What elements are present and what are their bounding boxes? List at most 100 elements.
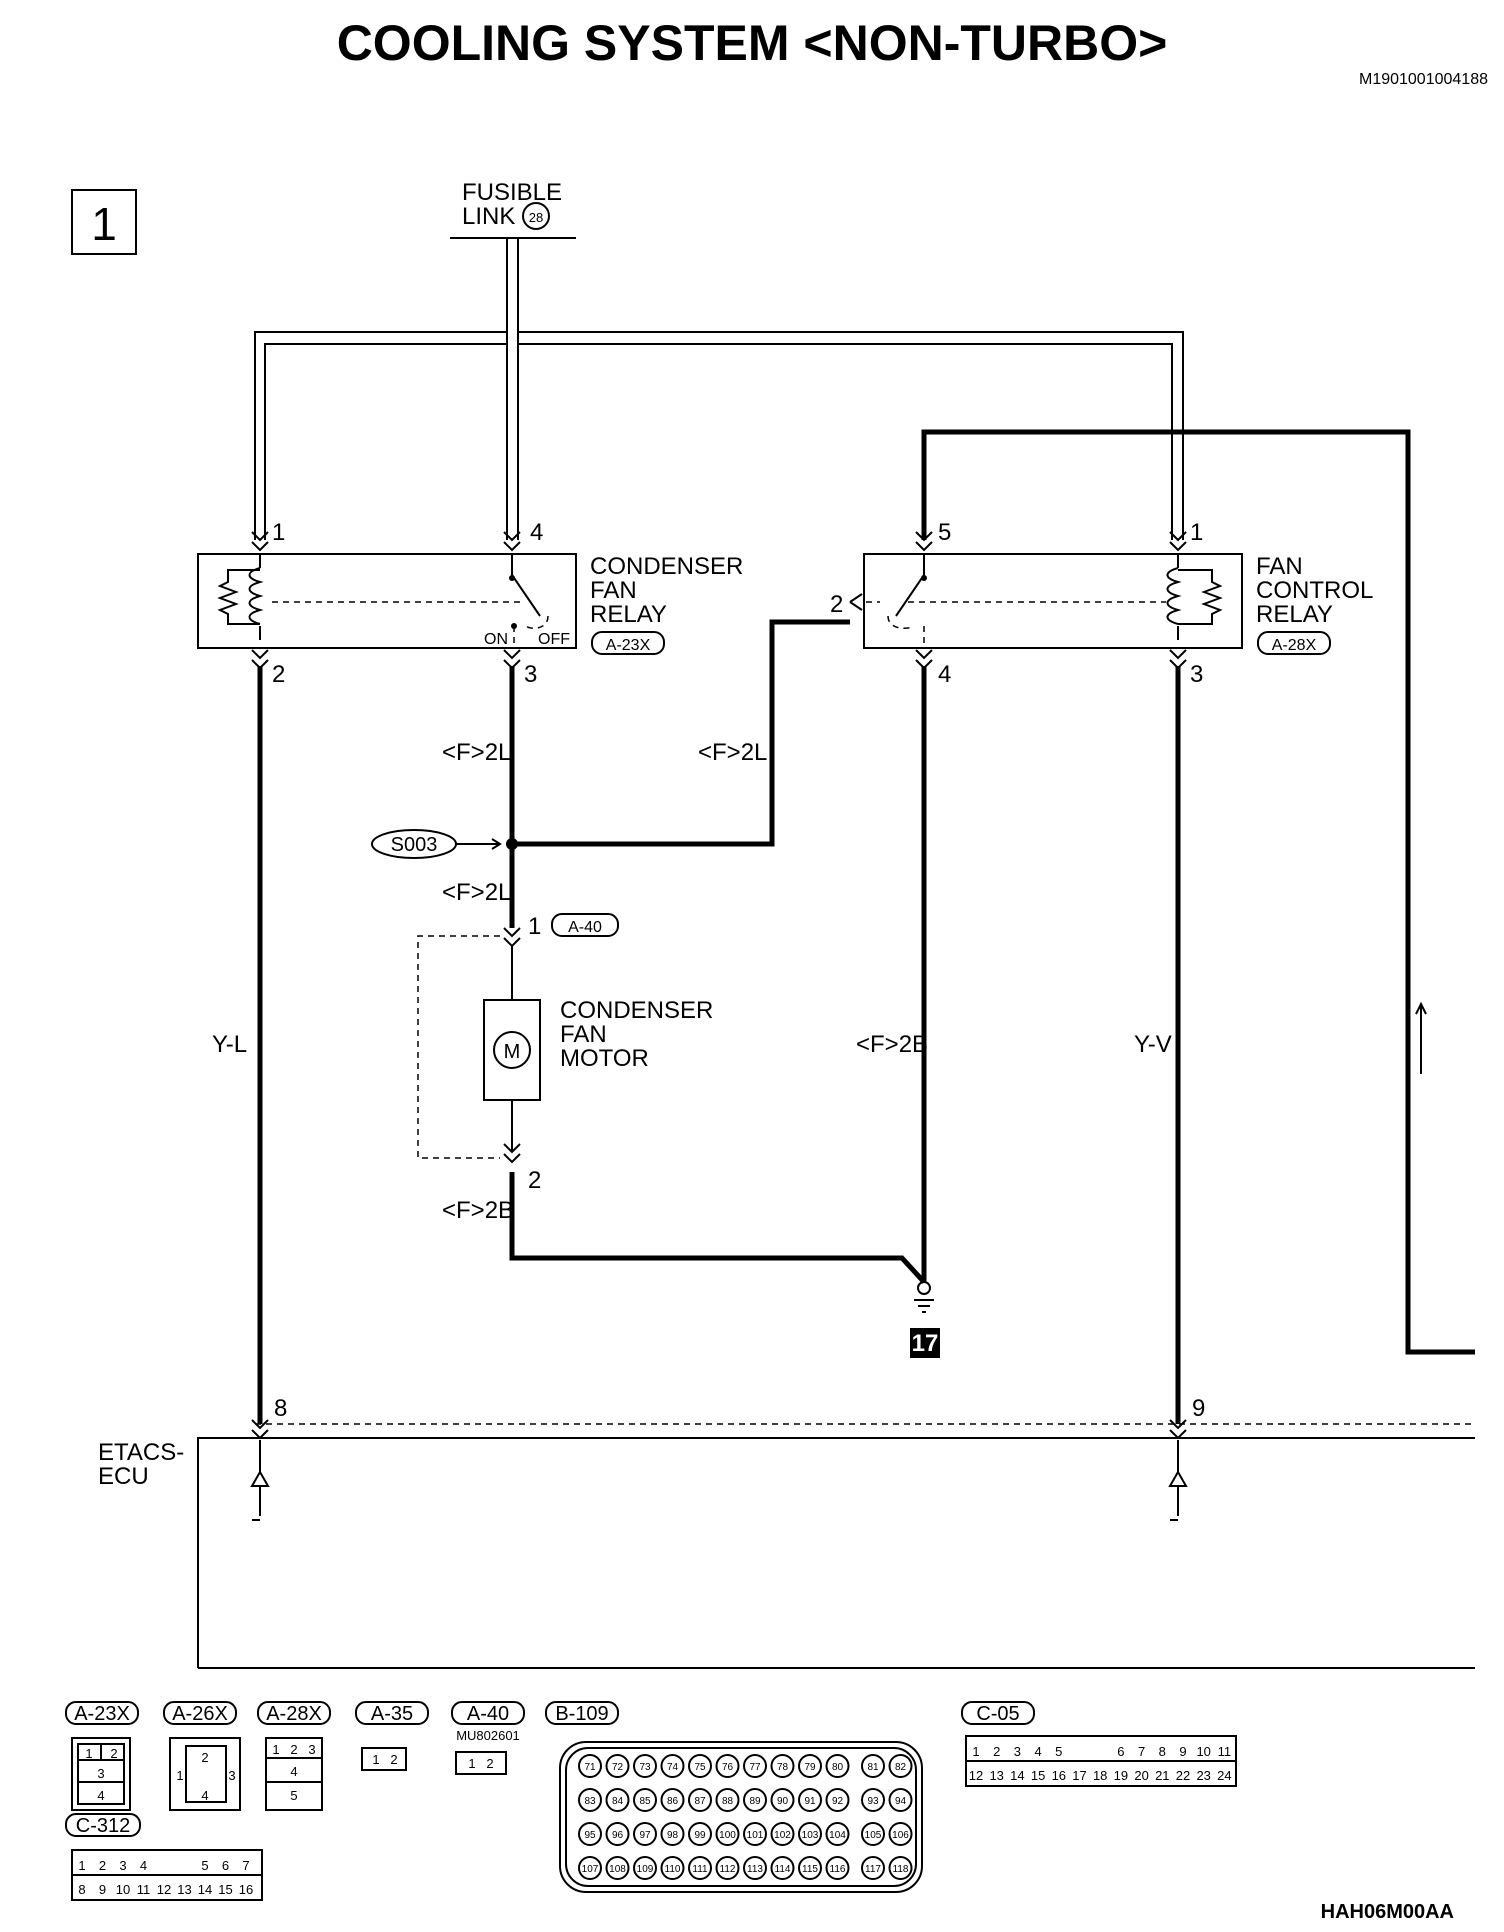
c05-pin: 11 — [1218, 1744, 1232, 1759]
b109-pin — [743, 1856, 767, 1880]
svg-text:1: 1 — [468, 1756, 475, 1771]
motor-label-3: MOTOR — [560, 1045, 649, 1072]
c05-pin: 3 — [1014, 1744, 1021, 1759]
b109-pin-label: 101 — [747, 1830, 764, 1841]
b109-pin-label: 86 — [667, 1796, 679, 1807]
c05-pin: 15 — [1031, 1768, 1045, 1783]
svg-text:2: 2 — [110, 1746, 117, 1761]
b109-pin-label: 106 — [892, 1830, 909, 1841]
wire-fcr-pin5 — [921, 429, 1475, 1355]
b109-pin — [605, 1822, 630, 1846]
b109-pin-label: 98 — [667, 1830, 679, 1841]
b109-pin-label: 112 — [720, 1864, 736, 1875]
svg-text:C-312: C-312 — [76, 1815, 130, 1837]
wire-motor-ground — [509, 1172, 926, 1284]
b109-pin — [861, 1856, 885, 1880]
wire-label-4: <F>2B — [856, 1031, 928, 1058]
b109-pin — [825, 1822, 850, 1846]
b109-pin — [578, 1856, 602, 1880]
svg-text:4: 4 — [290, 1764, 297, 1779]
svg-text:1: 1 — [272, 1742, 279, 1757]
b109-pin — [660, 1788, 685, 1812]
b109-pin — [715, 1822, 740, 1846]
b109-pin — [578, 1822, 602, 1846]
b109-pin-label: 85 — [639, 1796, 651, 1807]
motor-pin-2: 2 — [528, 1167, 541, 1194]
svg-text:3: 3 — [308, 1742, 315, 1757]
b109-pin — [743, 1788, 767, 1812]
b109-pin-label: 79 — [804, 1762, 816, 1773]
b109-pin — [633, 1822, 657, 1846]
ecu-label-1: ETACS- — [98, 1439, 184, 1466]
splice-label: S003 — [391, 834, 438, 856]
fcr-pin-2: 2 — [830, 591, 843, 618]
c05-pin: 24 — [1217, 1768, 1231, 1783]
b109-pin-label: 103 — [802, 1830, 819, 1841]
b109-pin — [743, 1754, 767, 1778]
fcr-connector: A-28X — [1272, 637, 1317, 654]
b109-pin-label: 77 — [749, 1762, 761, 1773]
footer-code: HAH06M00AA — [1321, 1901, 1454, 1923]
b109-pin — [578, 1754, 602, 1778]
cfr-pin-4: 4 — [530, 519, 543, 546]
c05-pin: 1 — [972, 1744, 979, 1759]
c05-pin: 7 — [1138, 1744, 1145, 1759]
b109-pin — [715, 1856, 740, 1880]
b109-pin — [770, 1822, 795, 1846]
c05-pin: 8 — [1159, 1744, 1166, 1759]
c312-pin: 14 — [198, 1882, 212, 1897]
b109-pin-label: 104 — [829, 1830, 846, 1841]
c312-pin: 7 — [242, 1858, 249, 1873]
page-number: 1 — [91, 198, 117, 250]
svg-text:A-23X: A-23X — [74, 1703, 130, 1725]
connector-a26x: A-26X 2 1 3 4 — [163, 1701, 241, 1811]
svg-text:2: 2 — [290, 1742, 297, 1757]
b109-pin-label: 83 — [584, 1796, 596, 1807]
c05-pin: 12 — [969, 1768, 983, 1783]
b109-pin-label: 89 — [749, 1796, 761, 1807]
svg-text:4: 4 — [201, 1788, 208, 1803]
c312-pin: 15 — [218, 1882, 232, 1897]
b109-pin — [770, 1788, 795, 1812]
b109-pin-label: 95 — [584, 1830, 596, 1841]
c05-pin: 5 — [1055, 1744, 1062, 1759]
motor-connector: A-40 — [568, 919, 602, 936]
page-number-box — [71, 189, 137, 255]
fcr-pin-1: 1 — [1190, 519, 1203, 546]
fcr-pin-3: 3 — [1190, 661, 1203, 688]
cfr-label-3: RELAY — [590, 601, 667, 628]
cfr-coil — [248, 555, 264, 640]
b109-pin-label: 96 — [612, 1830, 624, 1841]
b109-pin-label: 111 — [692, 1864, 708, 1875]
c05-pin: 10 — [1196, 1744, 1210, 1759]
svg-text:A-35: A-35 — [371, 1703, 413, 1725]
motor-label-2: FAN — [560, 1021, 607, 1048]
c05-pin: 2 — [993, 1744, 1000, 1759]
c312-pin: 3 — [119, 1858, 126, 1873]
b109-pin-label: 74 — [667, 1762, 679, 1773]
fcr-pin-4: 4 — [938, 661, 951, 688]
ground-number: 17 — [912, 1330, 939, 1357]
b109-pin-label: 93 — [867, 1796, 879, 1807]
b109-pin — [688, 1822, 712, 1846]
b109-pin — [798, 1788, 822, 1812]
cfr-label-2: FAN — [590, 577, 637, 604]
c312-pin: 10 — [116, 1882, 130, 1897]
b109-pin — [688, 1788, 712, 1812]
svg-text:A-28X: A-28X — [266, 1703, 322, 1725]
b109-pin-label: 117 — [865, 1864, 881, 1875]
ground-point — [917, 1281, 931, 1295]
c05-pin: 20 — [1134, 1768, 1148, 1783]
cfr-resistor — [217, 569, 260, 625]
b109-pin — [798, 1754, 822, 1778]
fusible-link-label-2: LINK — [462, 203, 515, 230]
c312-pin: 9 — [99, 1882, 106, 1897]
c05-pin: 6 — [1117, 1744, 1124, 1759]
ecu-box — [197, 1437, 1475, 1669]
svg-text:1: 1 — [85, 1746, 92, 1761]
fusible-link-number-circle — [522, 202, 550, 230]
cfr-off-label: OFF — [538, 631, 570, 648]
power-bus-outer — [254, 238, 1184, 540]
b109-pin-label: 73 — [639, 1762, 651, 1773]
